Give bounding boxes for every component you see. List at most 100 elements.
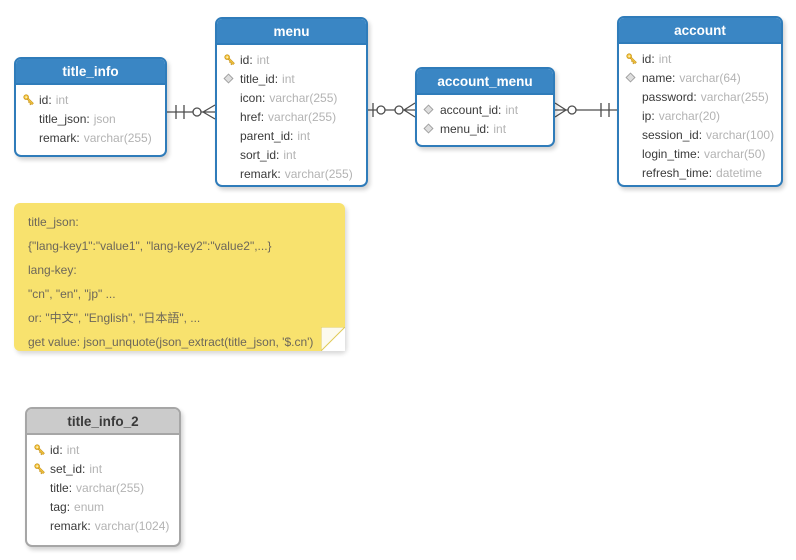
table-field-row: password varchar(255) <box>625 87 775 106</box>
field-name: name <box>642 71 675 85</box>
note-line: or: "中文", "English", "日本語", ... <box>28 311 201 325</box>
field-type: varchar(255) <box>76 480 145 495</box>
table-fields: id int title_json json remark varchar(25… <box>16 85 165 154</box>
field-type: varchar(255) <box>700 89 769 104</box>
field-name: id <box>50 443 63 457</box>
table-fields: id int title_id int icon varchar(255) hr… <box>217 45 366 185</box>
table-title-info-2[interactable]: title_info_2 id int set_id int title var… <box>25 407 181 547</box>
primary-key-icon <box>223 53 240 67</box>
field-type: varchar(20) <box>658 108 721 123</box>
note-line: lang-key: <box>28 263 77 277</box>
field-name: remark <box>39 131 80 145</box>
field-name: login_time <box>642 147 700 161</box>
field-name: title <box>50 481 72 495</box>
table-menu[interactable]: menu id int title_id int icon varchar(25… <box>215 17 368 187</box>
table-title: account <box>619 18 781 44</box>
field-type: int <box>297 128 311 143</box>
field-name: refresh_time <box>642 166 712 180</box>
field-type: int <box>283 147 297 162</box>
table-field-row: sort_id int <box>223 145 360 164</box>
field-name: id <box>240 53 253 67</box>
table-field-row: menu_id int <box>423 119 547 138</box>
table-field-row: tag enum <box>33 497 173 516</box>
table-field-row: account_id int <box>423 100 547 119</box>
table-field-row: session_id varchar(100) <box>625 125 775 144</box>
table-field-row: name varchar(64) <box>625 68 775 87</box>
field-name: set_id <box>50 462 85 476</box>
index-diamond-icon <box>223 73 240 84</box>
table-field-row: refresh_time datetime <box>625 163 775 182</box>
field-name: password <box>642 90 697 104</box>
note-line: "cn", "en", "jp" ... <box>28 287 116 301</box>
table-field-row: remark varchar(255) <box>223 164 360 183</box>
table-title-info[interactable]: title_info id int title_json json remark… <box>14 57 167 157</box>
table-field-row: title_id int <box>223 69 360 88</box>
field-name: account_id <box>440 103 501 117</box>
field-type: int <box>493 121 507 136</box>
field-type: varchar(255) <box>269 90 338 105</box>
index-diamond-icon <box>423 123 440 134</box>
table-field-row: icon varchar(255) <box>223 88 360 107</box>
field-type: varchar(255) <box>284 166 353 181</box>
field-type: varchar(1024) <box>94 518 170 533</box>
table-field-row: id int <box>33 440 173 459</box>
field-name: id <box>39 93 52 107</box>
table-field-row: title_json json <box>22 109 159 128</box>
primary-key-icon <box>33 462 50 476</box>
field-name: remark <box>240 167 281 181</box>
field-type: varchar(50) <box>704 146 766 161</box>
note-line: {"lang-key1":"value1", "lang-key2":"valu… <box>28 239 272 253</box>
note-folded-corner-icon <box>321 327 345 351</box>
connector-accountmenu-account <box>554 102 618 118</box>
field-type: int <box>256 52 270 67</box>
table-field-row: title varchar(255) <box>33 478 173 497</box>
table-account[interactable]: account id int name varchar(64) password… <box>617 16 783 187</box>
sticky-note[interactable]: title_json: {"lang-key1":"value1", "lang… <box>14 203 345 351</box>
table-field-row: href varchar(255) <box>223 107 360 126</box>
table-field-row: id int <box>223 50 360 69</box>
table-field-row: parent_id int <box>223 126 360 145</box>
field-name: title_json <box>39 112 90 126</box>
field-name: ip <box>642 109 655 123</box>
field-type: int <box>658 51 672 66</box>
table-fields: id int set_id int title varchar(255) tag… <box>27 435 179 542</box>
note-line: get value: json_unquote(json_extract(tit… <box>28 335 314 349</box>
table-field-row: id int <box>22 90 159 109</box>
field-type: int <box>66 442 80 457</box>
table-field-row: login_time varchar(50) <box>625 144 775 163</box>
index-diamond-icon <box>625 72 642 83</box>
field-name: title_id <box>240 72 278 86</box>
field-name: remark <box>50 519 91 533</box>
field-name: session_id <box>642 128 702 142</box>
field-name: parent_id <box>240 129 293 143</box>
primary-key-icon <box>33 443 50 457</box>
field-name: menu_id <box>440 122 489 136</box>
field-type: int <box>505 102 519 117</box>
field-type: varchar(100) <box>706 127 775 142</box>
table-field-row: id int <box>625 49 775 68</box>
table-field-row: remark varchar(255) <box>22 128 159 147</box>
table-account-menu[interactable]: account_menu account_id int menu_id int <box>415 67 555 147</box>
field-type: varchar(64) <box>679 70 741 85</box>
table-title: account_menu <box>417 69 553 95</box>
primary-key-icon <box>625 52 642 66</box>
note-line: title_json: <box>28 215 79 229</box>
connector-menu-accountmenu <box>368 102 416 118</box>
field-name: sort_id <box>240 148 279 162</box>
field-type: datetime <box>716 165 763 180</box>
field-type: enum <box>74 499 105 514</box>
field-type: int <box>89 461 103 476</box>
field-type: int <box>282 71 295 86</box>
table-fields: account_id int menu_id int <box>417 95 553 145</box>
table-field-row: set_id int <box>33 459 173 478</box>
field-name: id <box>642 52 655 66</box>
field-type: json <box>93 111 116 126</box>
field-type: int <box>55 92 69 107</box>
field-name: tag <box>50 500 70 514</box>
field-type: varchar(255) <box>83 130 152 145</box>
field-type: varchar(255) <box>268 109 337 124</box>
table-title: title_info_2 <box>27 409 179 435</box>
table-title: title_info <box>16 59 165 85</box>
